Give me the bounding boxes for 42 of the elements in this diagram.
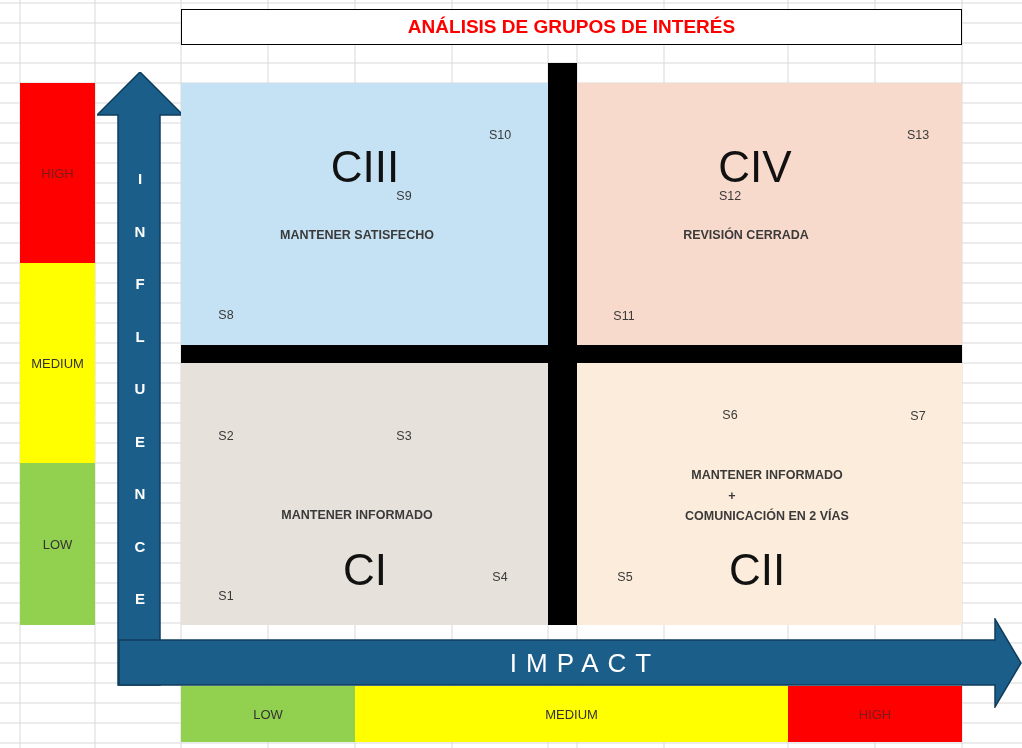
stakeholder-label: S13 bbox=[906, 128, 930, 142]
strategy-text: MANTENER INFORMADO bbox=[691, 468, 843, 482]
axis-label: IMPACT bbox=[509, 647, 661, 679]
quadrant-panel bbox=[577, 83, 962, 345]
quadrant-code: CI bbox=[343, 545, 387, 595]
quadrant-panel bbox=[181, 363, 548, 625]
scale-band bbox=[20, 263, 95, 463]
quadrant-code: CII bbox=[728, 545, 786, 595]
stakeholder-label: S12 bbox=[718, 189, 742, 203]
strategy-text: REVISIÓN CERRADA bbox=[683, 228, 809, 242]
strategy-text: COMUNICACIÓN EN 2 VÍAS bbox=[685, 509, 849, 523]
stakeholder-label: S1 bbox=[218, 589, 234, 603]
scale-label: MEDIUM bbox=[31, 355, 84, 371]
scale-band bbox=[355, 686, 788, 742]
scale-label: HIGH bbox=[858, 706, 892, 722]
strategy-text: + bbox=[728, 489, 736, 503]
stakeholder-label: S2 bbox=[218, 429, 234, 443]
scale-label: HIGH bbox=[41, 165, 74, 181]
stakeholder-label: S5 bbox=[617, 570, 633, 584]
stakeholder-label: S4 bbox=[492, 570, 508, 584]
stakeholder-label: S11 bbox=[613, 309, 635, 323]
scale-label: LOW bbox=[253, 706, 283, 722]
scale-band bbox=[20, 463, 95, 625]
scale-label: LOW bbox=[42, 536, 73, 552]
stakeholder-label: S7 bbox=[910, 409, 926, 423]
strategy-text: MANTENER INFORMADO bbox=[281, 508, 433, 522]
stakeholder-label: S6 bbox=[722, 408, 738, 422]
scale-band bbox=[788, 686, 962, 742]
scale-band bbox=[20, 83, 95, 263]
stakeholder-label: S10 bbox=[488, 128, 512, 142]
quadrant-code: CIV bbox=[718, 142, 792, 191]
scale-label: MEDIUM bbox=[545, 706, 598, 722]
quadrant-panel bbox=[577, 363, 962, 625]
scale-band bbox=[181, 686, 355, 742]
quadrant-code: CIII bbox=[330, 142, 400, 191]
stakeholder-label: S8 bbox=[218, 308, 234, 322]
axis-label: INFLUENCE bbox=[134, 169, 146, 609]
strategy-text: MANTENER SATISFECHO bbox=[280, 228, 434, 242]
quadrant-panel bbox=[181, 83, 548, 345]
title-text: ANÁLISIS DE GRUPOS DE INTERÉS bbox=[407, 16, 736, 38]
stakeholder-label: S9 bbox=[396, 189, 412, 203]
stakeholder-label: S3 bbox=[396, 429, 412, 443]
